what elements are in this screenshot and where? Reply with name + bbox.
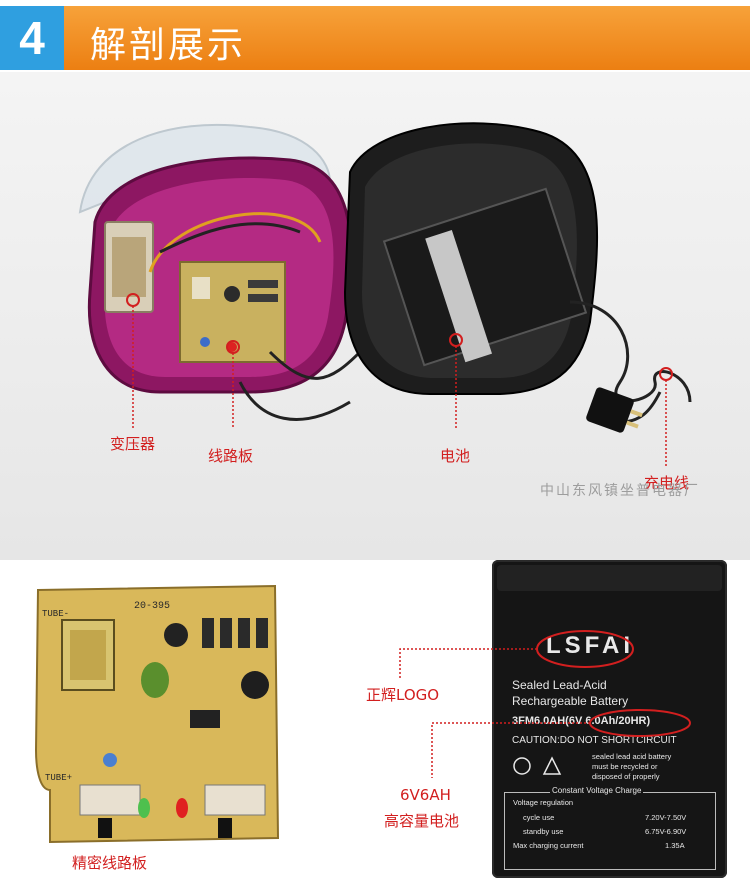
- section-header: 4 解剖展示: [0, 0, 750, 72]
- standby-use: standby use: [523, 827, 564, 836]
- standby-use-value: 6.75V-6.90V: [645, 827, 687, 836]
- battery-brand: LSFAI: [546, 632, 635, 659]
- cycle-use: cycle use: [523, 813, 555, 822]
- cycle-use-value: 7.20V-7.50V: [645, 813, 687, 822]
- charge-title: Constant Voltage Charge: [550, 786, 644, 795]
- label-genuine-logo: 正辉LOGO: [366, 686, 440, 704]
- section-title: 解剖展示: [90, 25, 247, 66]
- pcb-bottom-text: TUBE+: [45, 773, 72, 783]
- max-charging-current: Max charging current: [513, 841, 584, 850]
- disassembly-illustration: [78, 122, 692, 468]
- battery-line1: Sealed Lead-Acid: [512, 678, 607, 692]
- label-battery: 电池: [440, 447, 471, 465]
- battery-recycle-2: must be recycled or: [592, 762, 658, 771]
- label-precision-board: 精密线路板: [72, 854, 148, 872]
- label-transformer: 变压器: [110, 435, 156, 453]
- label-battery-spec: 6V6AH: [400, 786, 451, 804]
- battery-caution: CAUTION:DO NOT SHORTCIRCUIT: [512, 735, 677, 746]
- watermark: 中山东风镇坐普电器厂: [540, 483, 700, 499]
- label-battery-capacity: 高容量电池: [384, 812, 460, 830]
- battery-recycle-3: disposed of properly: [592, 772, 660, 781]
- title-bar: 解剖展示: [64, 6, 750, 70]
- battery-callouts: [399, 630, 691, 778]
- section-number: 4: [0, 6, 64, 70]
- label-charge-cable: 充电线: [644, 474, 690, 492]
- battery-line2: Rechargeable Battery: [512, 694, 629, 708]
- pcb-left-text: TUBE-: [42, 609, 69, 619]
- pcb-closeup: 20-395 TUBE- TUBE+: [34, 584, 280, 844]
- pcb-top-text: 20-395: [134, 601, 170, 612]
- disassembly-photo: 变压器 线路板 电池 充电线: [0, 72, 750, 560]
- voltage-regulation: Voltage regulation: [513, 798, 574, 807]
- max-charging-current-value: 1.35A: [665, 841, 685, 850]
- components-area: 20-395 TUBE- TUBE+ 精密线路板 LSFAI Sealed Le…: [0, 560, 750, 888]
- battery-recycle-1: sealed lead acid battery: [592, 752, 672, 761]
- charge-spec-box: Constant Voltage Charge Voltage regulati…: [504, 786, 716, 870]
- battery-model: 3FM6.0AH(6V 6.0Ah/20HR): [512, 715, 651, 727]
- recycle-icons: [512, 756, 582, 778]
- label-circuit-board: 线路板: [208, 447, 254, 465]
